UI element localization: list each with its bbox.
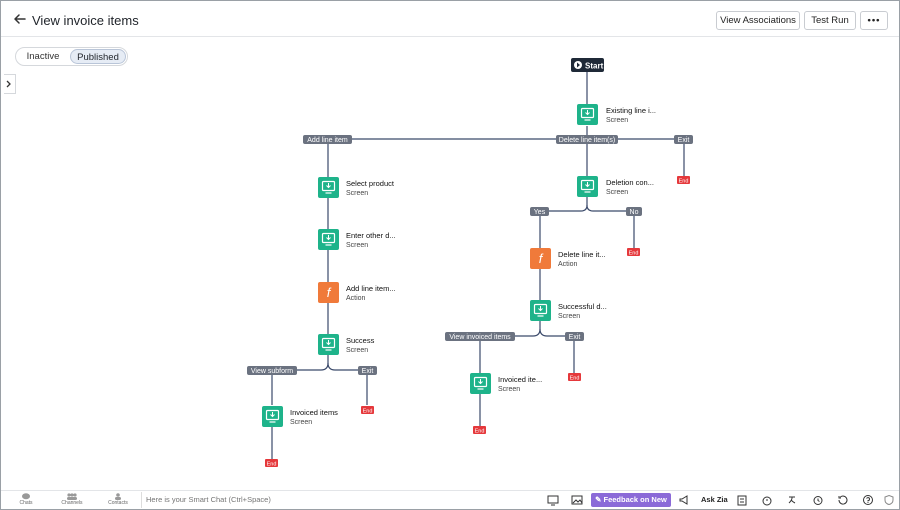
branch-delete-line-items[interactable]: Delete line item(s) xyxy=(556,135,618,144)
svg-text:Screen: Screen xyxy=(346,347,368,354)
svg-text:Enter other d...: Enter other d... xyxy=(346,231,396,240)
help-icon[interactable] xyxy=(862,494,874,506)
toggle-inactive[interactable]: Inactive xyxy=(26,51,60,62)
start-node[interactable]: Start xyxy=(571,58,604,72)
branch-exit-top[interactable]: Exit xyxy=(674,135,693,144)
svg-text:Action: Action xyxy=(346,295,366,302)
svg-text:Action: Action xyxy=(558,261,578,268)
toggle-published[interactable]: Published xyxy=(70,49,126,64)
function-icon: f xyxy=(539,251,544,266)
chevron-right-icon xyxy=(6,80,11,88)
node-success[interactable]: Success Screen xyxy=(318,334,375,355)
svg-text:End: End xyxy=(267,462,277,468)
svg-text:Add line item...: Add line item... xyxy=(346,284,396,293)
test-run-button[interactable]: Test Run xyxy=(804,11,856,30)
end-node[interactable]: End xyxy=(265,459,278,468)
node-add-line-item-action[interactable]: f Add line item... Action xyxy=(318,282,396,303)
smart-chat-input[interactable] xyxy=(141,492,531,508)
end-node[interactable]: End xyxy=(361,406,374,415)
branch-exit-right[interactable]: Exit xyxy=(565,332,584,341)
branch-no[interactable]: No xyxy=(626,207,642,216)
branch-yes[interactable]: Yes xyxy=(530,207,549,216)
footer-bar: Chats Channels Contacts ✎ Feedback on Ne… xyxy=(1,490,899,510)
svg-text:End: End xyxy=(570,376,580,382)
channels-tab[interactable]: Channels xyxy=(57,493,87,506)
svg-text:Add line item: Add line item xyxy=(307,137,348,144)
alarm-clock-icon[interactable] xyxy=(812,494,824,506)
branch-view-subform[interactable]: View subform xyxy=(247,366,297,375)
branch-view-invoiced-items[interactable]: View invoiced items xyxy=(445,332,515,341)
flow-connectors xyxy=(271,72,685,460)
end-node[interactable]: End xyxy=(677,176,690,185)
node-enter-other-details[interactable]: Enter other d... Screen xyxy=(318,229,396,250)
branch-add-line-item[interactable]: Add line item xyxy=(303,135,352,144)
node-type: Screen xyxy=(606,117,628,124)
contacts-tab[interactable]: Contacts xyxy=(103,493,133,506)
person-icon xyxy=(115,493,121,500)
sidebar-expand-toggle[interactable] xyxy=(4,74,16,94)
node-successful-deletion[interactable]: Successful d... Screen xyxy=(530,300,607,321)
svg-text:Success: Success xyxy=(346,336,375,345)
node-select-product[interactable]: Select product Screen xyxy=(318,177,395,198)
svg-text:End: End xyxy=(679,179,689,185)
screen-share-icon[interactable] xyxy=(547,494,559,506)
mode-toggle: Inactive Published xyxy=(15,47,128,66)
svg-text:End: End xyxy=(363,409,373,415)
svg-text:End: End xyxy=(629,251,639,257)
chat-bubble-icon xyxy=(22,493,30,500)
ask-zia-button[interactable]: Ask Zia xyxy=(701,495,728,504)
svg-text:Invoiced ite...: Invoiced ite... xyxy=(498,375,542,384)
chats-tab[interactable]: Chats xyxy=(11,493,41,506)
svg-text:Exit: Exit xyxy=(678,137,690,144)
people-group-icon xyxy=(67,493,77,500)
svg-text:Yes: Yes xyxy=(534,209,546,216)
node-existing-line-items[interactable]: Existing line i... Screen xyxy=(577,104,656,125)
node-deletion-confirmation[interactable]: Deletion con... Screen xyxy=(577,176,654,197)
edit-icon: ✎ xyxy=(595,495,604,504)
end-node[interactable]: End xyxy=(568,373,581,382)
svg-text:Delete line item(s): Delete line item(s) xyxy=(559,137,615,144)
node-delete-line-items-action[interactable]: f Delete line it... Action xyxy=(530,248,606,269)
svg-text:End: End xyxy=(475,429,485,435)
timer-icon[interactable] xyxy=(761,494,773,506)
node-invoiced-items-right[interactable]: Invoiced ite... Screen xyxy=(470,373,542,394)
svg-text:Screen: Screen xyxy=(346,190,368,197)
more-options-button[interactable]: ••• xyxy=(860,11,888,30)
svg-text:Select product: Select product xyxy=(346,179,395,188)
translate-icon[interactable] xyxy=(787,494,799,506)
header: View invoice items View Associations Tes… xyxy=(1,1,899,37)
notes-icon[interactable] xyxy=(736,494,748,506)
image-icon[interactable] xyxy=(571,494,583,506)
end-node[interactable]: End xyxy=(627,248,640,257)
svg-text:View subform: View subform xyxy=(251,368,293,375)
svg-text:Screen: Screen xyxy=(346,242,368,249)
svg-text:Successful d...: Successful d... xyxy=(558,302,607,311)
svg-text:Screen: Screen xyxy=(498,386,520,393)
history-icon[interactable] xyxy=(837,494,849,506)
flow-canvas: Start Existing line i... Screen Add line… xyxy=(247,58,693,468)
svg-text:Exit: Exit xyxy=(362,368,374,375)
branch-exit-left[interactable]: Exit xyxy=(358,366,377,375)
svg-text:Screen: Screen xyxy=(606,189,628,196)
svg-text:Delete line it...: Delete line it... xyxy=(558,250,606,259)
svg-text:No: No xyxy=(630,209,639,216)
svg-text:Invoiced items: Invoiced items xyxy=(290,408,338,417)
start-label: Start xyxy=(585,62,604,71)
shield-icon[interactable] xyxy=(883,494,895,506)
megaphone-icon[interactable] xyxy=(678,494,690,506)
svg-text:Deletion con...: Deletion con... xyxy=(606,178,654,187)
node-title: Existing line i... xyxy=(606,106,656,115)
function-icon: f xyxy=(327,285,332,300)
svg-text:Exit: Exit xyxy=(569,334,581,341)
node-invoiced-items-left[interactable]: Invoiced items Screen xyxy=(262,406,338,427)
page-title: View invoice items xyxy=(32,13,139,28)
svg-text:Screen: Screen xyxy=(558,313,580,320)
feedback-button[interactable]: ✎ Feedback on New UI xyxy=(591,493,671,510)
end-node[interactable]: End xyxy=(473,426,486,435)
view-associations-button[interactable]: View Associations xyxy=(716,11,800,30)
svg-text:Screen: Screen xyxy=(290,419,312,426)
svg-text:View invoiced items: View invoiced items xyxy=(449,334,511,341)
back-arrow-icon[interactable] xyxy=(13,12,27,26)
